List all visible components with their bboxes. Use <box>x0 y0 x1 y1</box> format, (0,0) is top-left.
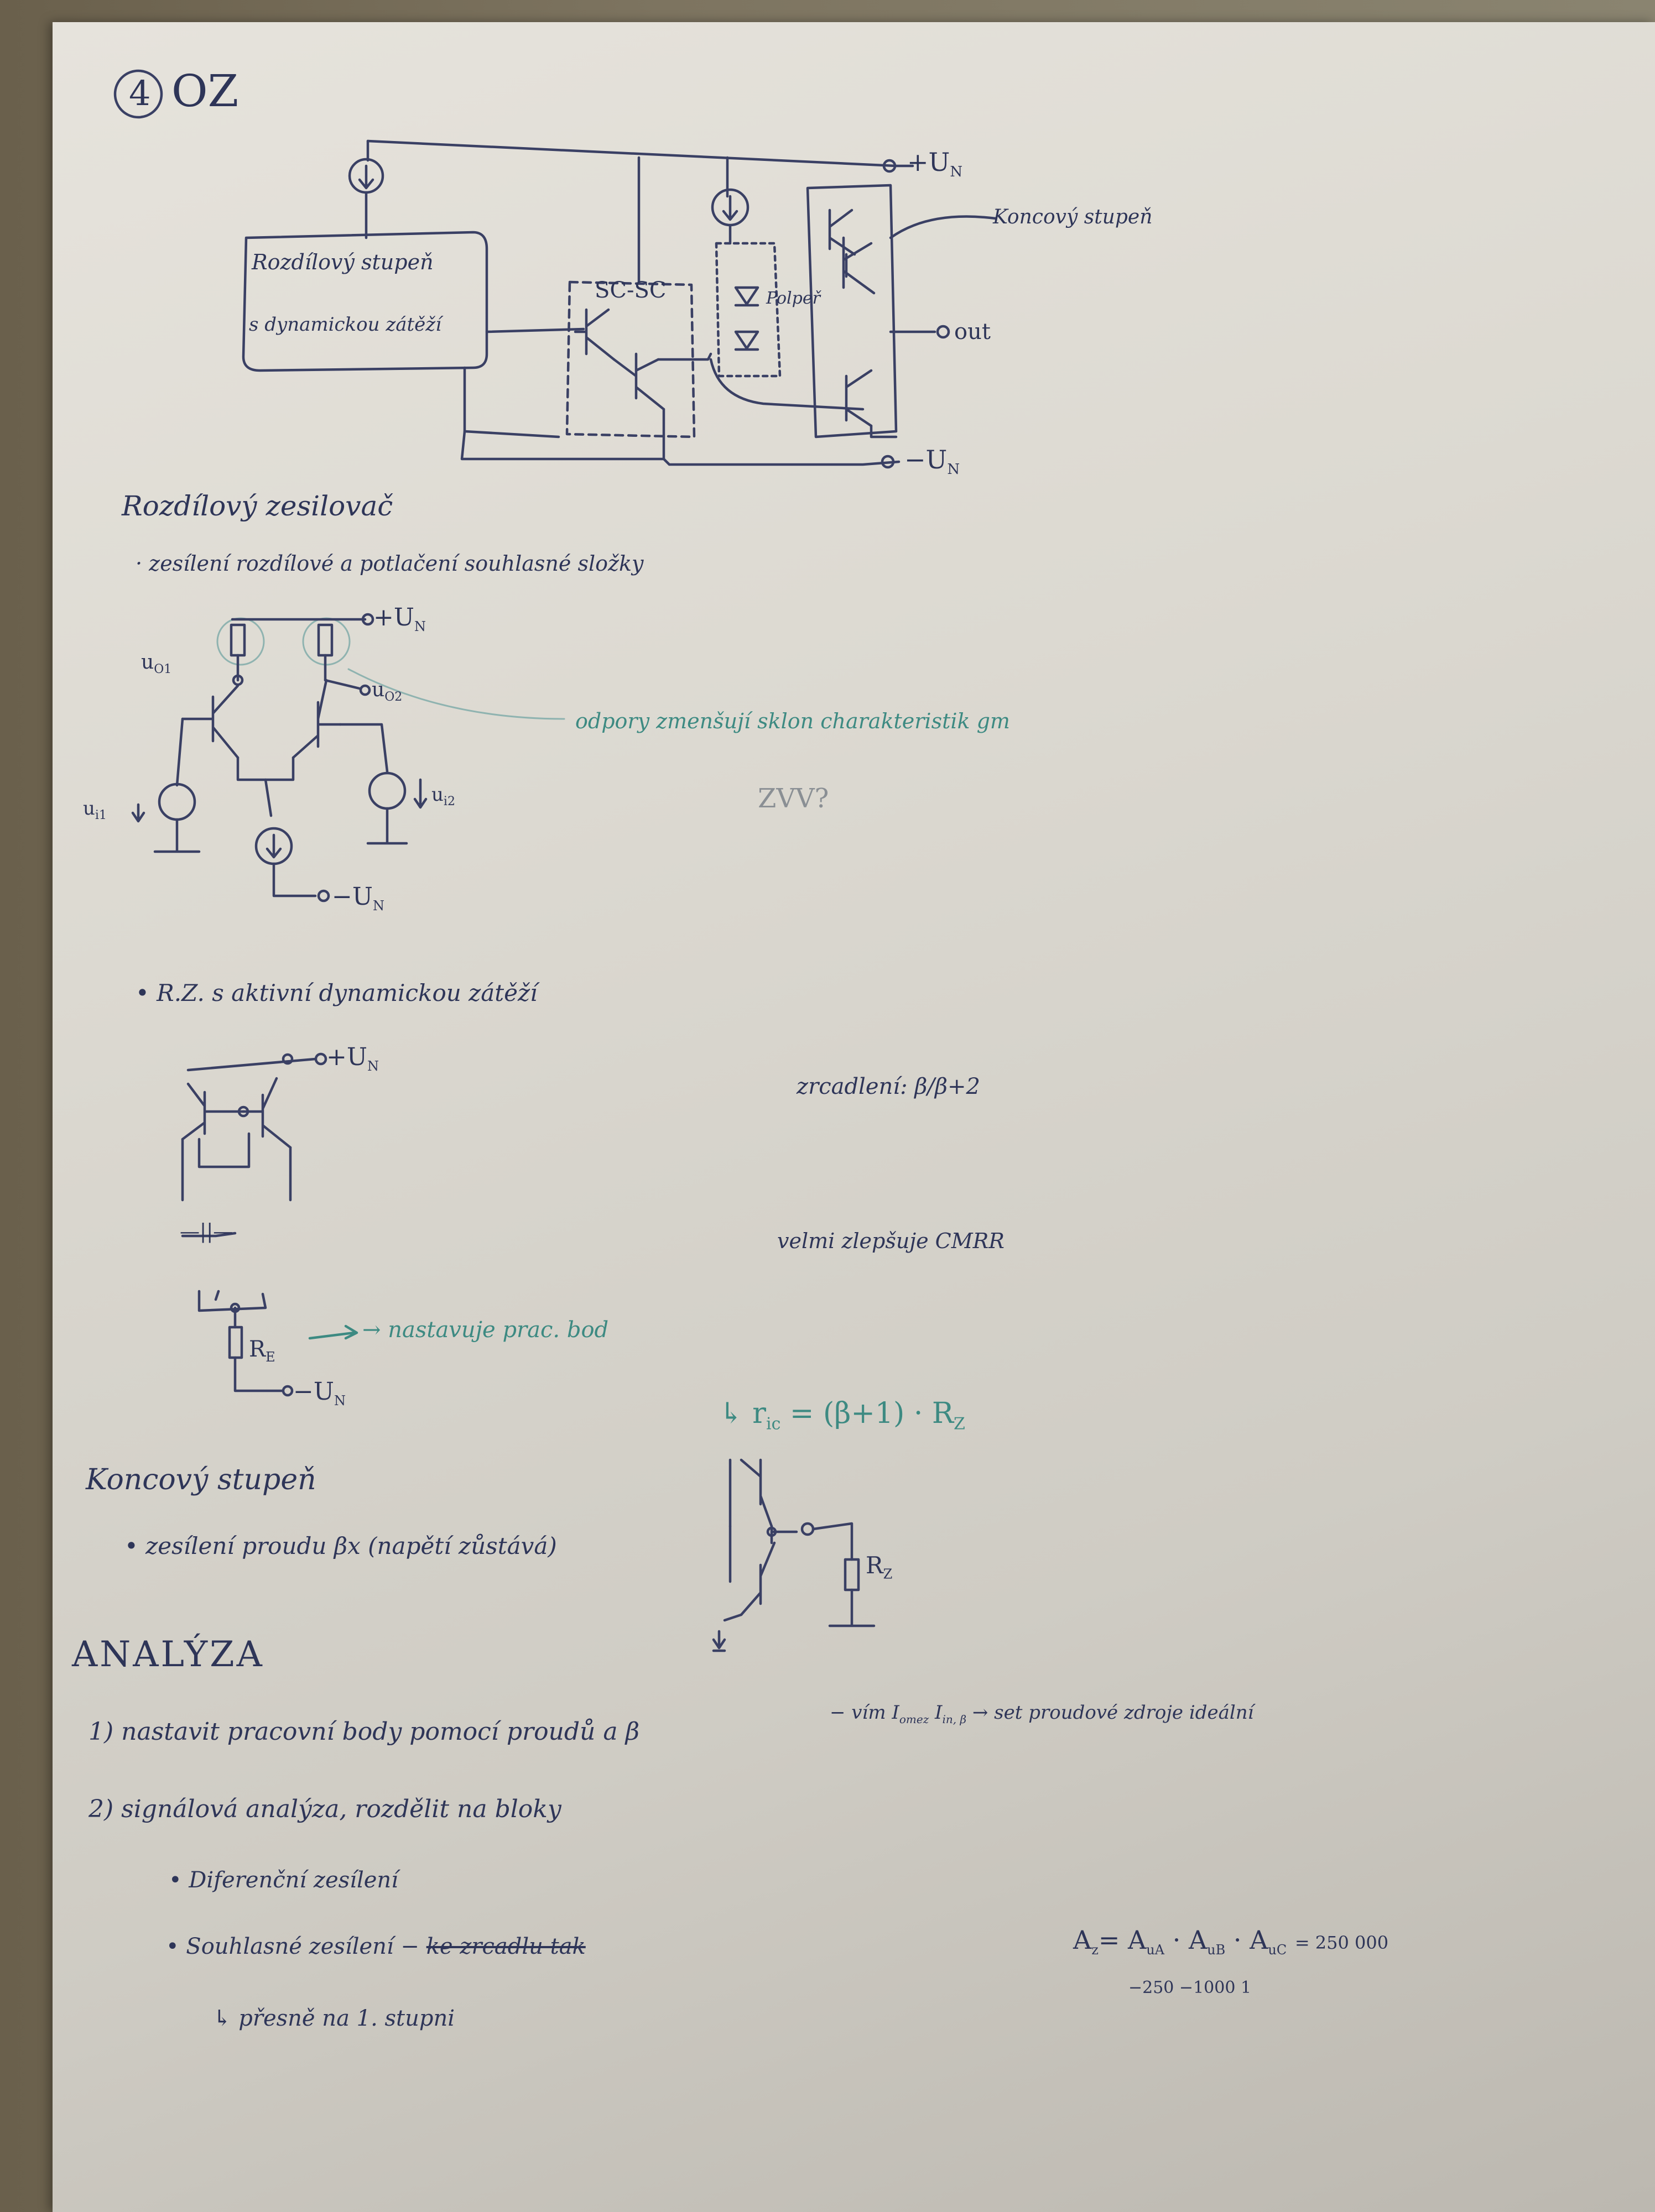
bottom-rail-wire <box>460 430 901 466</box>
re-label: RE <box>249 1337 275 1365</box>
output-stage-label: Koncový stupeň <box>993 206 1153 228</box>
plus-supply-label: +UN <box>907 147 963 181</box>
active-plus-supply: +UN <box>326 1043 379 1074</box>
analysis-heading: ANALÝZA <box>72 1634 264 1675</box>
sc-sc-box <box>565 280 696 439</box>
bias-label: Polpeř <box>766 289 820 308</box>
minus-supply-label: −UN <box>904 445 960 478</box>
analysis-sub-1: • Diferenční zesílení <box>169 1867 398 1893</box>
transistor-q5 <box>845 369 873 427</box>
resistor-re-icon <box>228 1326 243 1359</box>
analysis-item-2: 2) signálová analýza, rozdělit na bloky <box>89 1795 561 1823</box>
diode-1-icon <box>734 286 759 307</box>
pushpull-transistor-upper <box>728 1458 773 1528</box>
transistor-q2 <box>612 352 665 411</box>
mirror-transistor-2 <box>242 1077 292 1149</box>
output-bullet: • zesílení proudu βx (napětí zůstává) <box>124 1532 557 1559</box>
diode-2-icon <box>734 330 759 351</box>
diff-plus-supply: +UN <box>373 603 426 634</box>
resistor-rz-icon <box>844 1558 860 1592</box>
resistor-note: odpory zmenšují sklon charakteristik gm <box>575 709 1010 733</box>
struck-text: ke zrcadlu tak <box>426 1934 586 1959</box>
analysis-sub-2: • Souhlasné zesílení − ke zrcadlu tak <box>166 1934 586 1959</box>
diff-stage-box <box>242 231 488 372</box>
resistor-rc2-icon <box>317 623 334 657</box>
resistor-rc1-icon <box>230 623 246 657</box>
transistor-t2 <box>292 679 342 759</box>
top-rail-wire <box>366 139 898 168</box>
signal-source-1-icon <box>158 782 196 821</box>
transistor-q4 <box>842 236 876 295</box>
active-load-bullet: • R.Z. s aktivní dynamickou zátěží <box>136 979 538 1006</box>
ui2-label: ui2 <box>431 784 455 808</box>
question-note: ZVV? <box>758 783 829 814</box>
diff-bullet: · zesílení rozdílové a potlačení souhlas… <box>136 551 644 576</box>
diff-stage-label-2: s dynamickou zátěží <box>249 314 442 336</box>
cmrr-note: velmi zlepšuje CMRR <box>777 1229 1005 1253</box>
active-load-top-rail <box>186 1057 317 1072</box>
mirror-note: zrcadlení: β/β+2 <box>797 1074 980 1099</box>
pushpull-transistor-lower <box>740 1541 776 1616</box>
page-title: OZ <box>171 65 239 117</box>
diff-stage-label: Rozdílový stupeň <box>252 250 434 274</box>
output-stage-pointer <box>889 215 997 239</box>
transistor-q1 <box>574 308 616 361</box>
transistor-q3 <box>828 208 856 278</box>
gain-formula: Az= AuA · AuB · AuC = 250 000 <box>1073 1925 1389 1958</box>
out-label: out <box>954 319 991 345</box>
uo1-label: uO1 <box>141 651 172 677</box>
section-number: 4 <box>129 73 151 113</box>
ui1-label: ui1 <box>83 797 107 822</box>
paper-sheet <box>53 22 1655 2212</box>
output-resistance-formula: ↳ ric = (β+1) · RZ <box>719 1397 965 1434</box>
section-number-circle <box>113 69 163 119</box>
mirror-transistor-1 <box>181 1082 245 1141</box>
output-stage-box <box>806 184 898 439</box>
bias-box <box>715 242 782 378</box>
re-note: → nastavuje prac. bod <box>362 1317 609 1343</box>
re-note-arrow <box>308 1324 358 1340</box>
diff-minus-supply: −UN <box>332 883 384 914</box>
rz-label: RZ <box>866 1552 893 1582</box>
output-heading: Koncový stupeň <box>86 1463 316 1496</box>
uo2-label: uO2 <box>372 679 403 705</box>
sc-sc-label: SC-SC <box>595 278 667 303</box>
analysis-sub-2-note: ↳ přesně na 1. stupni <box>213 2006 455 2031</box>
active-minus-supply: −UN <box>293 1378 346 1408</box>
repeat-mark: —||— <box>180 1220 233 1243</box>
analysis-item-1-note: − vím Iomez Iin, β → set proudové zdroje… <box>830 1702 1254 1726</box>
resistor-note-pointer <box>347 668 565 720</box>
transistor-t1 <box>181 684 240 759</box>
diff-heading: Rozdílový zesilovač <box>122 490 393 522</box>
signal-source-2-icon <box>368 771 407 810</box>
analysis-item-1: 1) nastavit pracovní body pomocí proudů … <box>89 1718 640 1746</box>
gain-factors: −250 −1000 1 <box>1128 1978 1252 1997</box>
